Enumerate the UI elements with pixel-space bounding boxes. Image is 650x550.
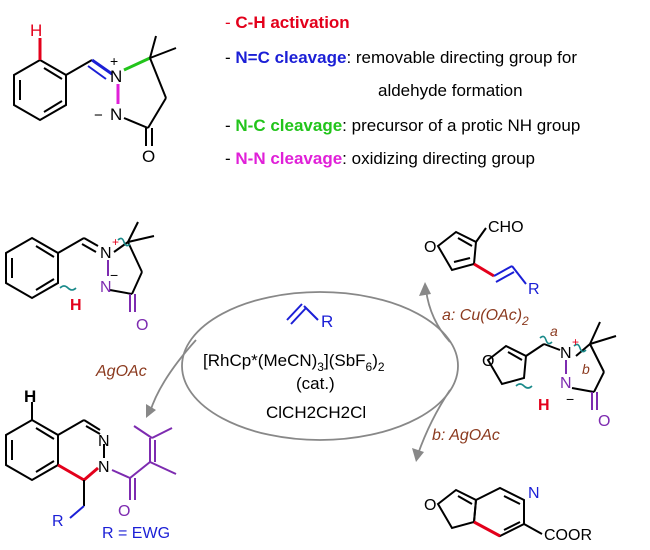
bottom-right-n-atom: N [528,485,540,502]
top-right-product-structure [436,227,527,285]
cleavage-label-b: b [582,361,590,377]
top-right-r-atom: R [528,281,540,298]
top-right-furan-ring [436,230,478,272]
left-plus-charge: + [112,235,119,249]
catalyst-note: (cat.) [296,374,335,393]
left-arrow-label: AgOAc [95,363,147,380]
r-equals-ewg: R = EWG [102,525,170,542]
bottom-right-coor-group: COOR [544,527,592,544]
solvent-label: ClCH2CH2Cl [266,403,366,422]
top-right-o-atom: O [424,239,436,256]
left-substrate-structure [5,221,155,312]
bottom-left-h-atom: H [24,387,36,406]
bullet-4: - N-N cleavage: oxidizing directing grou… [225,149,535,168]
right-o-atom: O [598,413,610,430]
top-plus-charge: + [110,53,118,69]
top-minus-charge: − [94,107,103,124]
top-n-plus-atom: N [110,67,122,86]
right-minus-charge: − [566,391,574,407]
cn-double-bond [91,58,113,76]
bottom-right-arrow [412,389,451,462]
left-n-minus-atom: N [100,279,112,296]
right-furan-ring [486,344,528,386]
left-minus-charge: − [110,267,118,283]
right-plus-charge: + [572,335,579,349]
bottom-left-product-structure [5,402,177,519]
bullet-2: - N=C cleavage: removable directing grou… [225,48,577,67]
bottom-right-pyridine-ring [472,486,525,538]
top-left-hydrazone-structure [13,35,177,146]
nc-bond [123,56,151,72]
center-alkene [286,303,319,325]
cleavage-label-a: a [550,323,558,339]
bullet-list: - C-H activation - N=C cleavage: removab… [225,13,580,168]
bottom-right-product-structure [436,486,543,538]
catalytic-cycle-ellipse [181,291,459,441]
top-o-atom: O [142,147,155,166]
bullet-1: - C-H activation [225,13,350,32]
top-right-cho-group: CHO [488,219,524,236]
right-furan-o-atom: O [482,353,494,370]
top-n-minus-atom: N [110,105,122,124]
left-o-atom: O [136,317,148,334]
bullet-3: - N-C cleavage: precursor of a protic NH… [225,116,580,135]
left-h-atom: H [70,297,82,314]
right-h-atom: H [538,397,550,414]
right-n-minus-atom: N [560,375,572,392]
right-n-plus-atom: N [560,345,572,362]
top-right-arrow [419,282,451,343]
center-alkene-r: R [321,312,333,331]
bottom-left-o-atom: O [118,503,130,520]
bottom-left-n2-atom: N [98,459,110,476]
right-substrate-structure [486,321,617,410]
bottom-right-arrow-label: b: AgOAc [432,427,500,444]
top-h-atom: H [30,21,42,40]
left-n-plus-atom: N [100,245,112,262]
bottom-left-n1-atom: N [98,433,110,450]
left-arrow [146,339,197,418]
bottom-left-r-atom: R [52,513,64,530]
bullet-2-continuation: aldehyde formation [378,81,523,100]
top-right-arrow-label: a: Cu(OAc)2 [442,307,529,328]
bottom-left-benzene-ring [5,418,59,482]
bottom-right-o-atom: O [424,497,436,514]
benzene-ring [13,58,67,122]
catalyst-label: [RhCp*(MeCN)3](SbF6)2 [203,351,385,374]
left-benzene-ring [5,236,59,300]
bottom-right-furan-ring [436,488,478,530]
